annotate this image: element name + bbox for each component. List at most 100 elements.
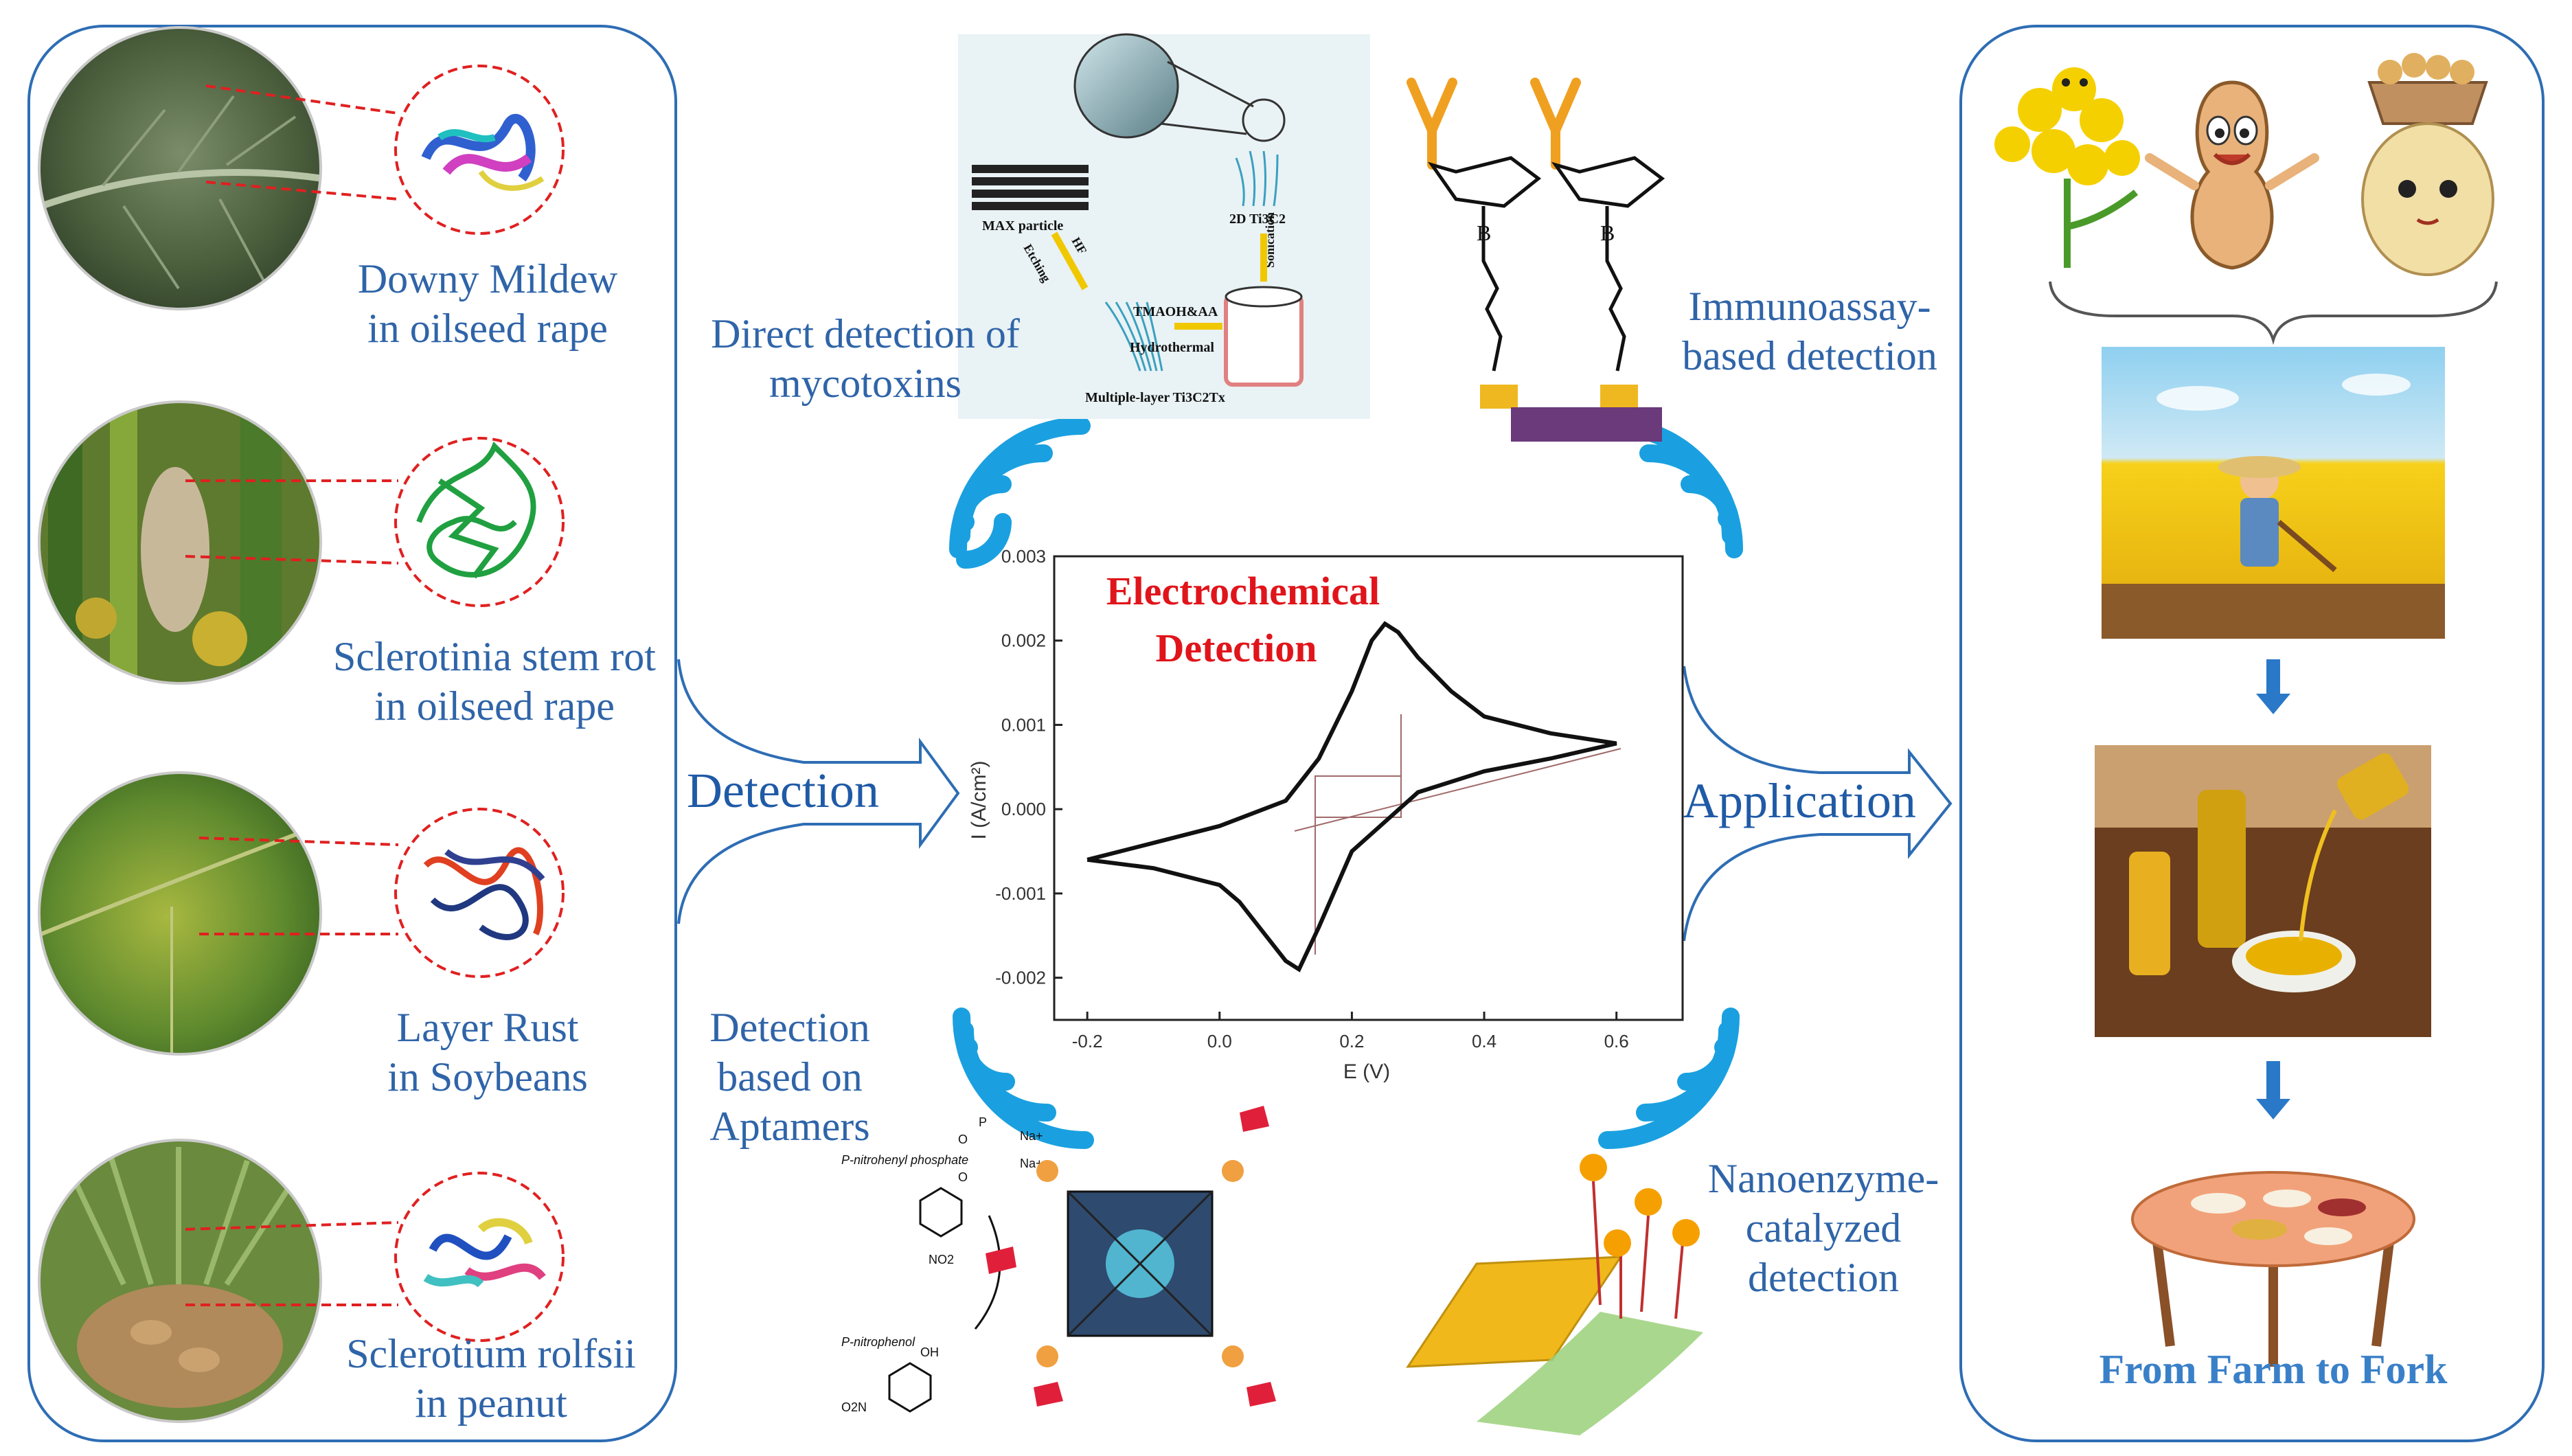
2d-ti3c2-label: 2D Ti3C2 — [1229, 212, 1286, 227]
wifi-signal-top-right-icon — [1602, 417, 1743, 558]
substrate-label: P-nitrohenyl phosphate — [841, 1153, 968, 1167]
plant-photo-sclerotinia — [39, 402, 321, 683]
svg-text:O: O — [958, 1133, 968, 1146]
application-arrow-shape — [1683, 666, 1953, 942]
sclerotium-label: Sclerotium rolfsii in peanut — [312, 1329, 670, 1428]
downy-mildew-line-1: Downy Mildew — [357, 256, 618, 302]
right-panel — [1959, 25, 2545, 1442]
leaf-photo-soybean-rust — [39, 773, 321, 1054]
antibody-1-icon — [1407, 78, 1457, 170]
reactor-vial-icon — [1224, 286, 1304, 387]
farm-to-fork-label: From Farm to Fork — [2099, 1347, 2448, 1392]
sclerotium-line-2: in peanut — [415, 1380, 567, 1426]
protein-structure-4-icon — [423, 1218, 546, 1288]
flow-arrow-down-1 — [2256, 659, 2290, 714]
nanozyme-scheme — [1406, 1154, 1703, 1435]
aptamer-line-3: Aptamers — [709, 1104, 870, 1149]
dining-table-icon — [2131, 1171, 2415, 1367]
direct-detection-line-2: mycotoxins — [769, 361, 961, 406]
svg-text:B: B — [1477, 220, 1491, 245]
tmaoh-label: TMAOH&AA — [1133, 304, 1218, 319]
multilayer-label: Multiple-layer Ti3C2Tx — [1085, 390, 1225, 405]
nanozyme-line-3: detection — [1748, 1255, 1899, 1300]
layer-rust-label: Layer Rust in Soybeans — [323, 1003, 652, 1102]
aptamer-label: Detection based on Aptamers — [687, 1003, 893, 1151]
immunoassay-scheme: B B — [1407, 78, 1665, 442]
rapeseed-field-farmer-image — [2102, 347, 2445, 639]
svg-text:B: B — [1600, 220, 1615, 245]
right-panel-border — [1959, 25, 2545, 1442]
aptamer-line-1: Detection — [709, 1005, 870, 1050]
antibody-2-icon — [1530, 78, 1581, 170]
protein-structure-1-icon — [421, 113, 545, 191]
wifi-signal-bottom-left-icon — [953, 1008, 1094, 1149]
nanozyme-line-2: catalyzed — [1745, 1205, 1902, 1251]
wifi-signal-top-left-icon — [949, 417, 1091, 569]
downy-mildew-line-2: in oilseed rape — [367, 306, 608, 351]
sem-image-icon — [1073, 33, 1179, 139]
detection-arrow-shape — [677, 659, 960, 924]
chart-title-line-2: Detection — [1155, 626, 1317, 670]
plant-photo-peanut — [39, 1140, 321, 1422]
cv-curve-series — [1086, 621, 1617, 972]
protein-structure-2-icon — [416, 441, 536, 579]
mxene-synthesis-scheme: MAX particle Etching HF Multiple-layer T… — [958, 33, 1370, 419]
left-panel-border — [27, 25, 677, 1442]
immunoassay-line-2: based detection — [1682, 333, 1937, 378]
max-particle-label: MAX particle — [982, 218, 1063, 234]
2d-flakes-icon — [1235, 150, 1279, 207]
layer-rust-line-1: Layer Rust — [396, 1005, 579, 1050]
electrode-base — [1511, 407, 1662, 442]
group-brace — [2049, 281, 2498, 345]
sclerotinia-label: Sclerotinia stem rot in oilseed rape — [312, 632, 676, 731]
y-tick-label: 0.003 — [1001, 546, 1046, 567]
downy-mildew-label: Downy Mildew in oilseed rape — [323, 254, 652, 353]
flow-arrow-down-2 — [2256, 1061, 2290, 1119]
direct-detection-label: Direct detection of mycotoxins — [694, 309, 1037, 408]
multilayer-sheets-icon — [1104, 302, 1163, 372]
immunoassay-label: Immunoassay- based detection — [1662, 282, 1957, 380]
sclerotinia-line-1: Sclerotinia stem rot — [333, 634, 656, 679]
x-tick-label: 0.0 — [1207, 1031, 1232, 1051]
oh-label: OH — [920, 1345, 939, 1359]
hydrothermal-label: Hydrothermal — [1130, 340, 1214, 355]
cooking-oil-image — [2095, 745, 2431, 1037]
na-label-2: Na+ — [1020, 1157, 1043, 1170]
nanozyme-label: Nanoenzyme- catalyzed detection — [1696, 1154, 1950, 1302]
no2-label: NO2 — [929, 1253, 954, 1266]
immunoassay-line-1: Immunoassay- — [1688, 284, 1931, 329]
rapeseed-cartoon-icon — [1994, 67, 2140, 268]
y-tick-label: 0.002 — [1001, 630, 1046, 651]
layer-rust-line-2: in Soybeans — [387, 1054, 588, 1100]
direct-detection-line-1: Direct detection of — [711, 311, 1020, 356]
svg-text:P: P — [979, 1115, 987, 1129]
x-tick-label: 0.2 — [1339, 1031, 1364, 1051]
aptamer-scheme: Na+ Na+ O P O P-nitrohenyl phosphate NO2… — [841, 1106, 1276, 1414]
wifi-signal-bottom-right-icon — [1598, 1008, 1740, 1149]
x-axis-ticks: -0.2 0.0 0.2 0.4 0.6 — [1072, 1012, 1629, 1051]
product-label: P-nitrophenol — [841, 1335, 915, 1349]
x-tick-label: -0.2 — [1072, 1031, 1103, 1051]
chart-title-line-1: Electrochemical — [1106, 569, 1380, 613]
x-tick-label: 0.6 — [1604, 1031, 1629, 1051]
max-particle-stack-icon — [972, 165, 1089, 210]
left-panel — [27, 25, 677, 1442]
peanut-cartoon-icon — [2145, 80, 2319, 270]
chart-plot-area — [1053, 555, 1684, 1021]
x-tick-label: 0.4 — [1472, 1031, 1496, 1051]
sclerotinia-line-2: in oilseed rape — [374, 683, 615, 729]
svg-text:O: O — [958, 1170, 968, 1184]
aptamer-line-2: based on — [717, 1054, 863, 1100]
y-tick-label: 0.001 — [1001, 714, 1046, 735]
soybean-cartoon-icon — [2361, 53, 2494, 276]
protein-structure-3-icon — [423, 847, 545, 940]
y-tick-label: -0.001 — [995, 883, 1046, 904]
leaf-photo-downy-mildew — [39, 27, 321, 309]
na-label-1: Na+ — [1020, 1129, 1043, 1143]
nanozyme-line-1: Nanoenzyme- — [1707, 1156, 1939, 1201]
chart-x-label: E (V) — [1343, 1060, 1390, 1083]
y-tick-label: -0.002 — [995, 968, 1046, 988]
